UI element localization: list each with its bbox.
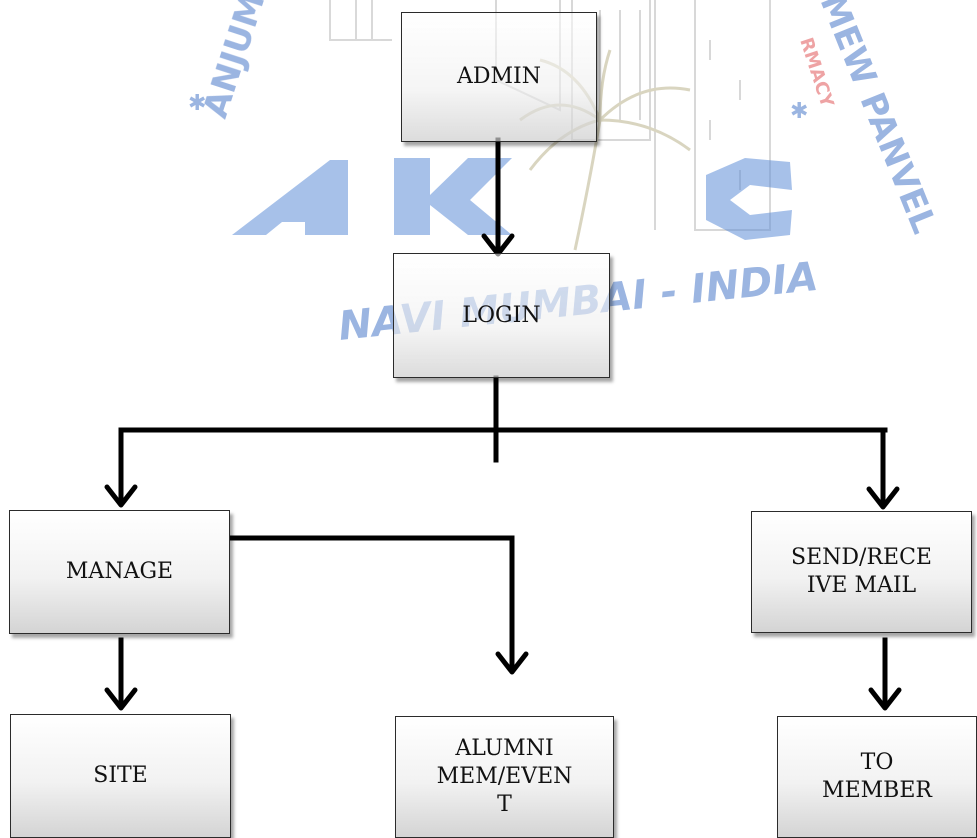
node-send-receive-mail: SEND/RECE IVE MAIL [751,511,972,633]
arrowhead-site [104,687,138,711]
arrowhead-member [868,687,902,711]
watermark-star-left: ✱ [188,91,206,116]
node-to-member: TO MEMBER [777,716,977,838]
arrowhead-manage [104,484,138,508]
node-manage-label: MANAGE [65,559,174,584]
connector-manage-alumni [227,535,515,673]
node-site: SITE [10,714,231,838]
node-admin: ADMIN [401,12,597,142]
watermark-aktc-letters [232,158,792,240]
arrowhead-alumni [495,651,529,675]
node-to-member-label: TO MEMBER [822,750,932,803]
node-login: LOGIN [393,253,610,378]
node-admin-label: ADMIN [457,64,541,89]
node-login-label: LOGIN [462,302,541,328]
node-site-label: SITE [93,763,148,788]
watermark-star-right: ✱ [790,99,808,124]
node-manage: MANAGE [9,510,230,634]
node-send-receive-mail-label: SEND/RECE IVE MAIL [791,545,932,598]
arrowhead-send [866,486,900,510]
node-alumni-mem-event-label: ALUMNI MEM/EVEN T [436,736,573,817]
node-alumni-mem-event: ALUMNI MEM/EVEN T [395,716,614,838]
